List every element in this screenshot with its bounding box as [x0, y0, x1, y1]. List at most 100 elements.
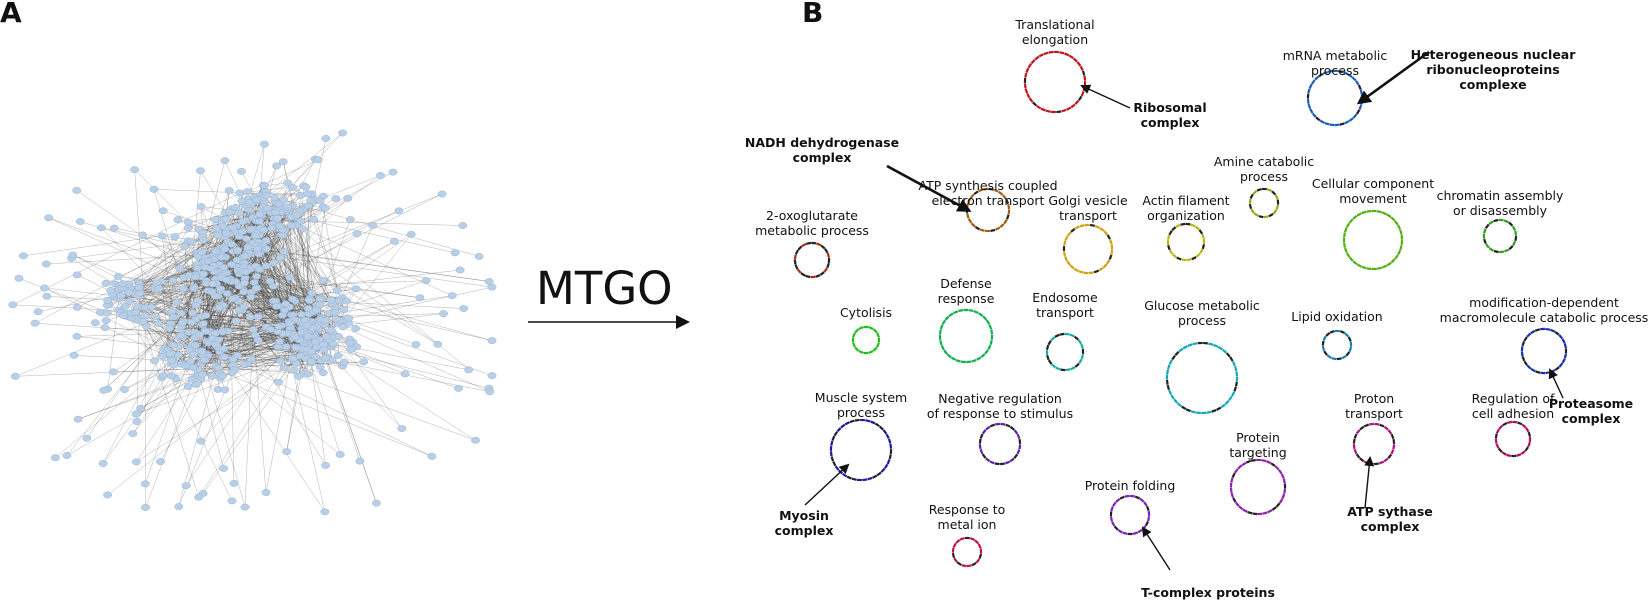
panel-label-b: B [802, 0, 823, 29]
cluster-label-line: 2-oxoglutarate [755, 208, 869, 223]
cluster-label-line: or disassembly [1437, 203, 1564, 218]
complex-label-line: ATP sythase [1347, 504, 1433, 519]
cluster-cellular-component-movement [1343, 210, 1403, 270]
cluster-2-oxoglutarate-metabolic-process [794, 242, 830, 278]
cluster-label-line: macromolecule catabolic process [1440, 310, 1649, 325]
complex-label-line: complex [1549, 411, 1633, 426]
cluster-chromatin-assembly-or-disassembly [1483, 219, 1517, 253]
cluster-label-line: chromatin assembly [1437, 188, 1564, 203]
cluster-label-line: process [1283, 63, 1388, 78]
cluster-amine-catabolic-process [1249, 188, 1280, 218]
cluster-label-protein-folding: Protein folding [1085, 478, 1176, 493]
cluster-label-line: transport [1032, 305, 1097, 320]
cluster-label-line: process [815, 405, 907, 420]
complex-label-line: complexe [1411, 77, 1576, 92]
cluster-label-line: elongation [1015, 32, 1094, 47]
cluster-label-line: transport [1345, 406, 1403, 421]
cluster-label-line: modification-dependent [1440, 295, 1649, 310]
complex-label-line: complex [775, 523, 834, 538]
cluster-label-line: Translational [1015, 17, 1094, 32]
cluster-label-line: Muscle system [815, 390, 907, 405]
cluster-label-line: Glucose metabolic [1144, 298, 1260, 313]
cluster-label-line: cell adhesion [1472, 406, 1555, 421]
cluster-label-line: Lipid oxidation [1291, 309, 1382, 324]
cluster-endosome-transport [1046, 333, 1084, 371]
complex-label-line: complex [1347, 519, 1433, 534]
cluster-modification-dependent-macromolecule-catabolic-process [1521, 328, 1567, 374]
cluster-translational-elongation [1024, 51, 1086, 113]
cluster-label-line: organization [1142, 208, 1229, 223]
cluster-label-line: response [938, 291, 995, 306]
cluster-label-line: Protein [1229, 430, 1286, 445]
cluster-label-lipid-oxidation: Lipid oxidation [1291, 309, 1382, 324]
cluster-label-line: targeting [1229, 445, 1286, 460]
complex-label-line: NADH dehydrogenase [745, 135, 899, 150]
cluster-label-line: electron transport [918, 193, 1057, 208]
complex-label-line: complex [745, 150, 899, 165]
complex-label-line: Myosin [775, 508, 834, 523]
complex-label-line: Ribosomal [1133, 100, 1206, 115]
cluster-defense-response [939, 309, 993, 363]
cluster-label-line: process [1214, 169, 1314, 184]
panel-label-a: A [0, 0, 22, 29]
cluster-label-line: Cellular component [1312, 176, 1434, 191]
cluster-regulation-of-cell-adhesion [1495, 421, 1531, 457]
cluster-label-line: metabolic process [755, 223, 869, 238]
cluster-proton-transport [1353, 423, 1395, 465]
cluster-label-line: Amine catabolic [1214, 154, 1314, 169]
cluster-label-line: Regulation of [1472, 391, 1555, 406]
complex-label-line: Heterogeneous nuclear [1411, 47, 1576, 62]
cluster-label-line: transport [1048, 208, 1127, 223]
complex-pointer-arrow [1082, 86, 1130, 108]
complex-pointer-arrow [805, 465, 848, 505]
cluster-label-line: Actin filament [1142, 193, 1229, 208]
cluster-label-line: of response to stimulus [927, 406, 1073, 421]
cluster-protein-targeting [1230, 459, 1286, 515]
mtgo-arrow-label: MTGO [536, 262, 673, 315]
cluster-mrna-metabolic-process [1307, 70, 1363, 126]
cluster-label-line: movement [1312, 191, 1434, 206]
cluster-label-line: Endosome [1032, 290, 1097, 305]
cluster-label-line: Golgi vesicle [1048, 193, 1127, 208]
cluster-label-line: metal ion [929, 517, 1006, 532]
cluster-lipid-oxidation [1322, 330, 1352, 360]
cluster-label-line: Negative regulation [927, 391, 1073, 406]
cluster-label-line: process [1144, 313, 1260, 328]
cluster-golgi-vesicle-transport [1063, 224, 1113, 274]
cluster-muscle-system-process [830, 419, 892, 481]
cluster-negative-regulation-of-response-to-stimulus [979, 423, 1021, 465]
complex-pointer-arrow [1365, 458, 1370, 508]
cluster-label-line: Defense [938, 276, 995, 291]
cluster-label-line: ATP synthesis coupled [918, 178, 1057, 193]
complex-label-line: ribonucleoproteins [1411, 62, 1576, 77]
cluster-actin-filament-organization [1167, 223, 1205, 261]
cluster-label-line: Response to [929, 502, 1006, 517]
cluster-label-line: Cytolisis [840, 305, 892, 320]
cluster-label-line: mRNA metabolic [1283, 48, 1388, 63]
cluster-glucose-metabolic-process [1166, 342, 1238, 414]
cluster-label-line: Proton [1345, 391, 1403, 406]
